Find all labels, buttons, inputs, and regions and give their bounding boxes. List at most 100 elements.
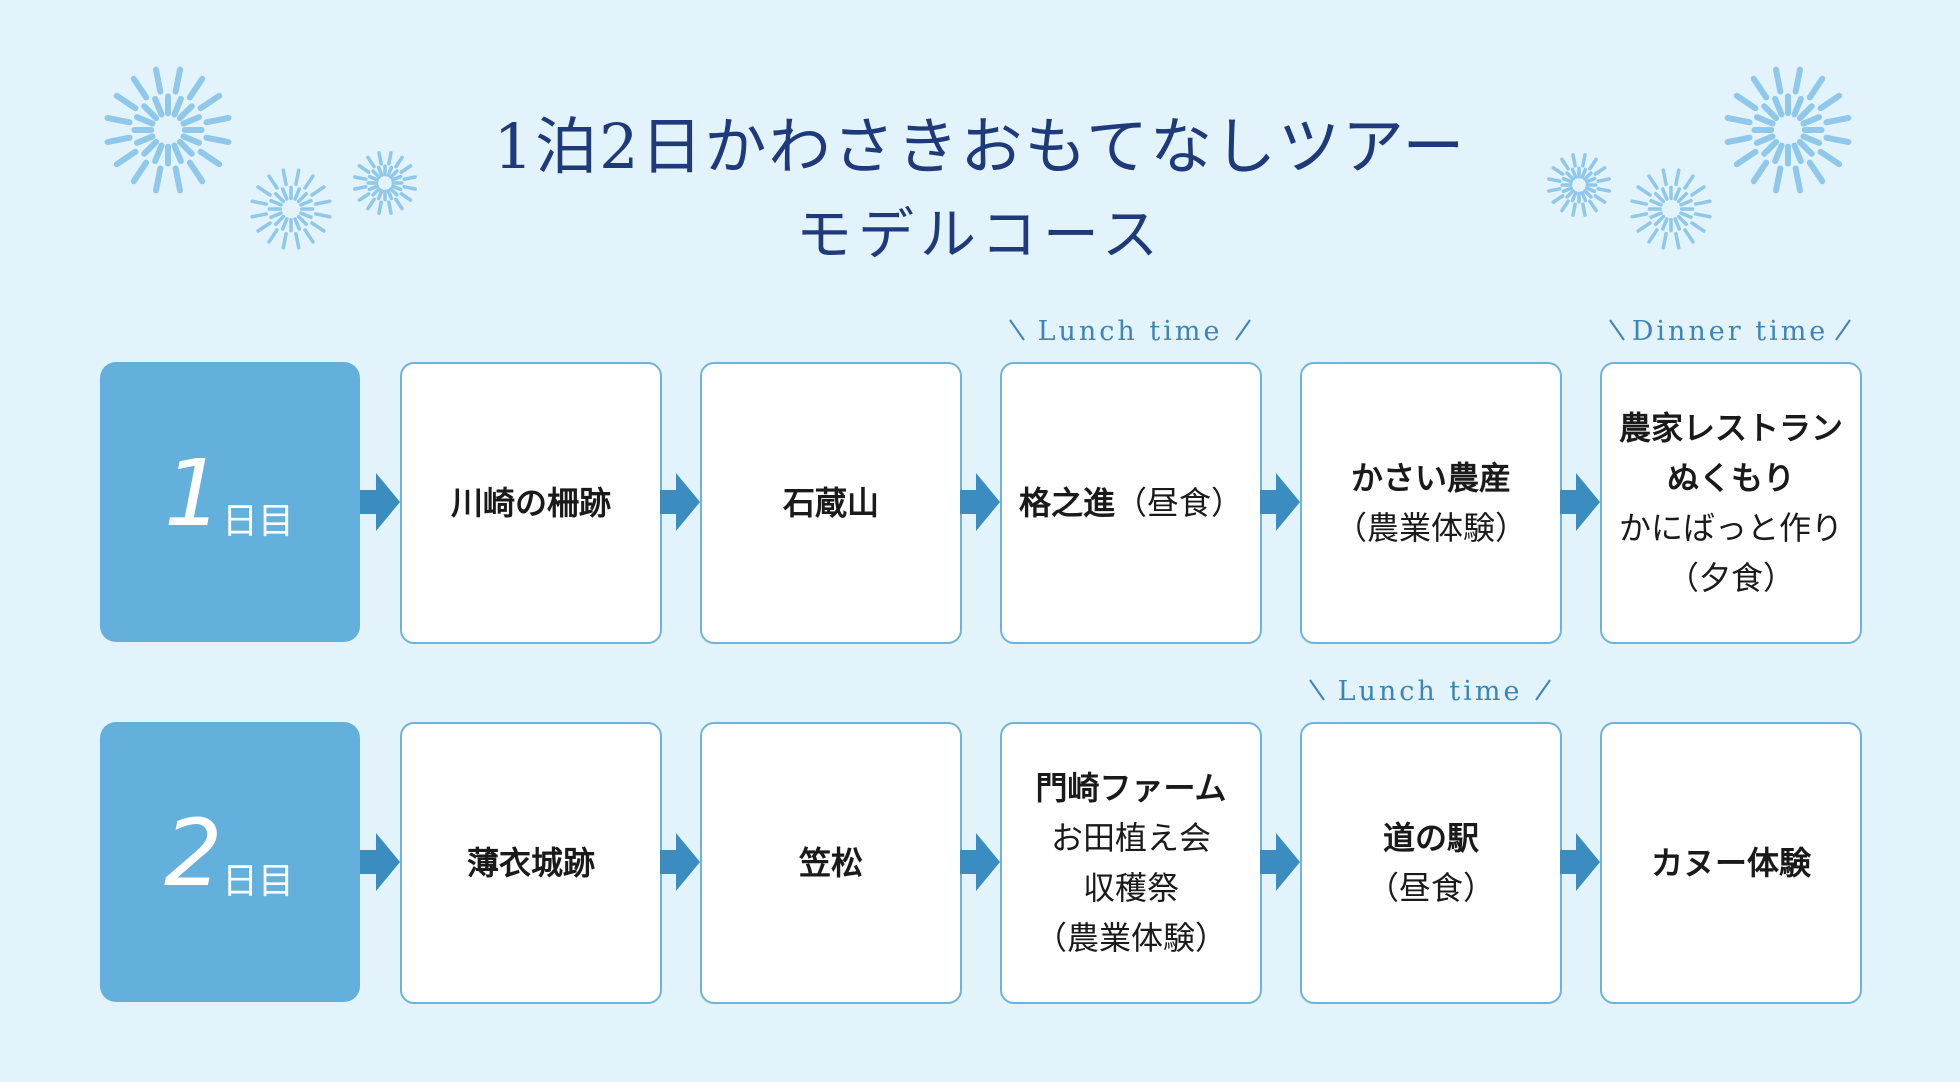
firework-ray — [376, 189, 384, 201]
firework-ray — [386, 189, 394, 201]
firework-ray — [1772, 165, 1784, 194]
firework-ray — [366, 197, 376, 211]
firework-ray — [1565, 171, 1575, 181]
firework-ray — [256, 221, 272, 233]
firework-ray — [394, 197, 404, 211]
spot-text: お田植え会 — [1050, 819, 1211, 857]
firework-ray — [402, 175, 417, 181]
firework-ray — [1585, 186, 1597, 194]
firework-ray — [1660, 187, 1669, 201]
firework-ray — [293, 217, 302, 231]
firework-ray — [1570, 191, 1578, 203]
firework-ray — [293, 187, 302, 201]
firework-ray — [1806, 159, 1826, 185]
firework-ray — [250, 199, 269, 206]
firework-ray — [172, 165, 184, 194]
firework-ray — [1724, 114, 1753, 126]
firework-ray — [353, 185, 368, 191]
firework-ray — [357, 192, 371, 202]
spot-text: （昼食） — [1366, 869, 1495, 907]
spot-name: ぬくもり — [1667, 453, 1795, 503]
firework-ray — [1593, 194, 1607, 204]
firework-icon — [250, 168, 332, 250]
firework-ray — [367, 174, 379, 182]
firework-ray — [294, 231, 301, 250]
firework-ray — [281, 231, 288, 250]
firework-ray — [1588, 157, 1598, 171]
firework-icon — [104, 66, 232, 194]
firework-ray — [377, 200, 383, 215]
firework-ray — [1679, 198, 1693, 207]
firework-ray — [1630, 212, 1649, 219]
firework-ray — [1673, 217, 1682, 231]
firework-ray — [1647, 174, 1659, 190]
meal-time-label: Dinner time — [1600, 312, 1860, 352]
firework-icon — [1630, 168, 1712, 250]
course-step-card: かさい農産 （農業体験） — [1300, 362, 1562, 644]
firework-ray — [176, 103, 195, 122]
firework-ray — [203, 134, 232, 146]
firework-ray — [1676, 214, 1689, 227]
spot-name: 薄衣城跡 — [467, 838, 595, 888]
firework-ray — [1690, 221, 1706, 233]
spot-text: 農家レストラン — [1618, 409, 1843, 447]
firework-ray — [104, 134, 133, 146]
firework-ray — [313, 212, 332, 219]
spot-detail: 収穫祭 — [1083, 863, 1179, 913]
firework-icon — [1547, 153, 1611, 217]
firework-ray — [1806, 75, 1826, 101]
spot-name: かさい農産 — [1351, 453, 1511, 503]
spot-name: 道の駅 — [1383, 813, 1479, 863]
firework-ray — [152, 95, 165, 118]
meal-time-label: Lunch time — [1000, 312, 1260, 352]
firework-ray — [310, 221, 326, 233]
firework-ray — [1636, 185, 1652, 197]
firework-ray — [1649, 198, 1663, 207]
spot-text: かさい農産 — [1350, 459, 1511, 497]
firework-ray — [269, 211, 283, 220]
firework-ray — [1630, 199, 1649, 206]
firework-ray — [197, 92, 223, 112]
spot-text: 薄衣城跡 — [466, 844, 595, 882]
arrow-right-icon — [1260, 833, 1300, 891]
firework-ray — [267, 174, 279, 190]
firework-ray — [1817, 92, 1843, 112]
firework-ray — [376, 165, 384, 177]
firework-ray — [186, 75, 206, 101]
firework-ray — [387, 200, 393, 215]
firework-ray — [186, 159, 206, 185]
time-label-text: Dinner time — [1631, 316, 1829, 347]
firework-ray — [1588, 199, 1598, 213]
firework-ray — [1772, 95, 1785, 118]
firework-ray — [386, 165, 394, 177]
firework-ray — [152, 142, 165, 165]
firework-ray — [141, 103, 160, 122]
spot-detail: （農業体験） — [1335, 503, 1527, 553]
meal-time-label: Lunch time — [1300, 672, 1560, 712]
spot-text: 川崎の柵跡 — [450, 484, 611, 522]
firework-ray — [1676, 191, 1689, 204]
firework-ray — [1547, 177, 1562, 183]
arrow-right-icon — [1260, 473, 1300, 531]
firework-ray — [1571, 153, 1577, 168]
firework-ray — [371, 187, 381, 197]
firework-ray — [1560, 199, 1570, 213]
arrow-right-icon — [1560, 473, 1600, 531]
spot-text: ぬくもり — [1666, 459, 1795, 497]
firework-ray — [1796, 138, 1815, 157]
firework-ray — [399, 192, 413, 202]
firework-ray — [1673, 187, 1682, 201]
accent-marks-icon — [1309, 679, 1551, 701]
firework-ray — [203, 114, 232, 126]
firework-ray — [1733, 92, 1759, 112]
firework-ray — [256, 185, 272, 197]
spot-name: カヌー体験 — [1651, 838, 1811, 888]
firework-ray — [1551, 166, 1565, 176]
firework-ray — [1647, 228, 1659, 244]
firework-ray — [1636, 221, 1652, 233]
firework-ray — [152, 66, 164, 95]
firework-ray — [1823, 134, 1852, 146]
spot-detail: お田植え会 — [1051, 813, 1211, 863]
